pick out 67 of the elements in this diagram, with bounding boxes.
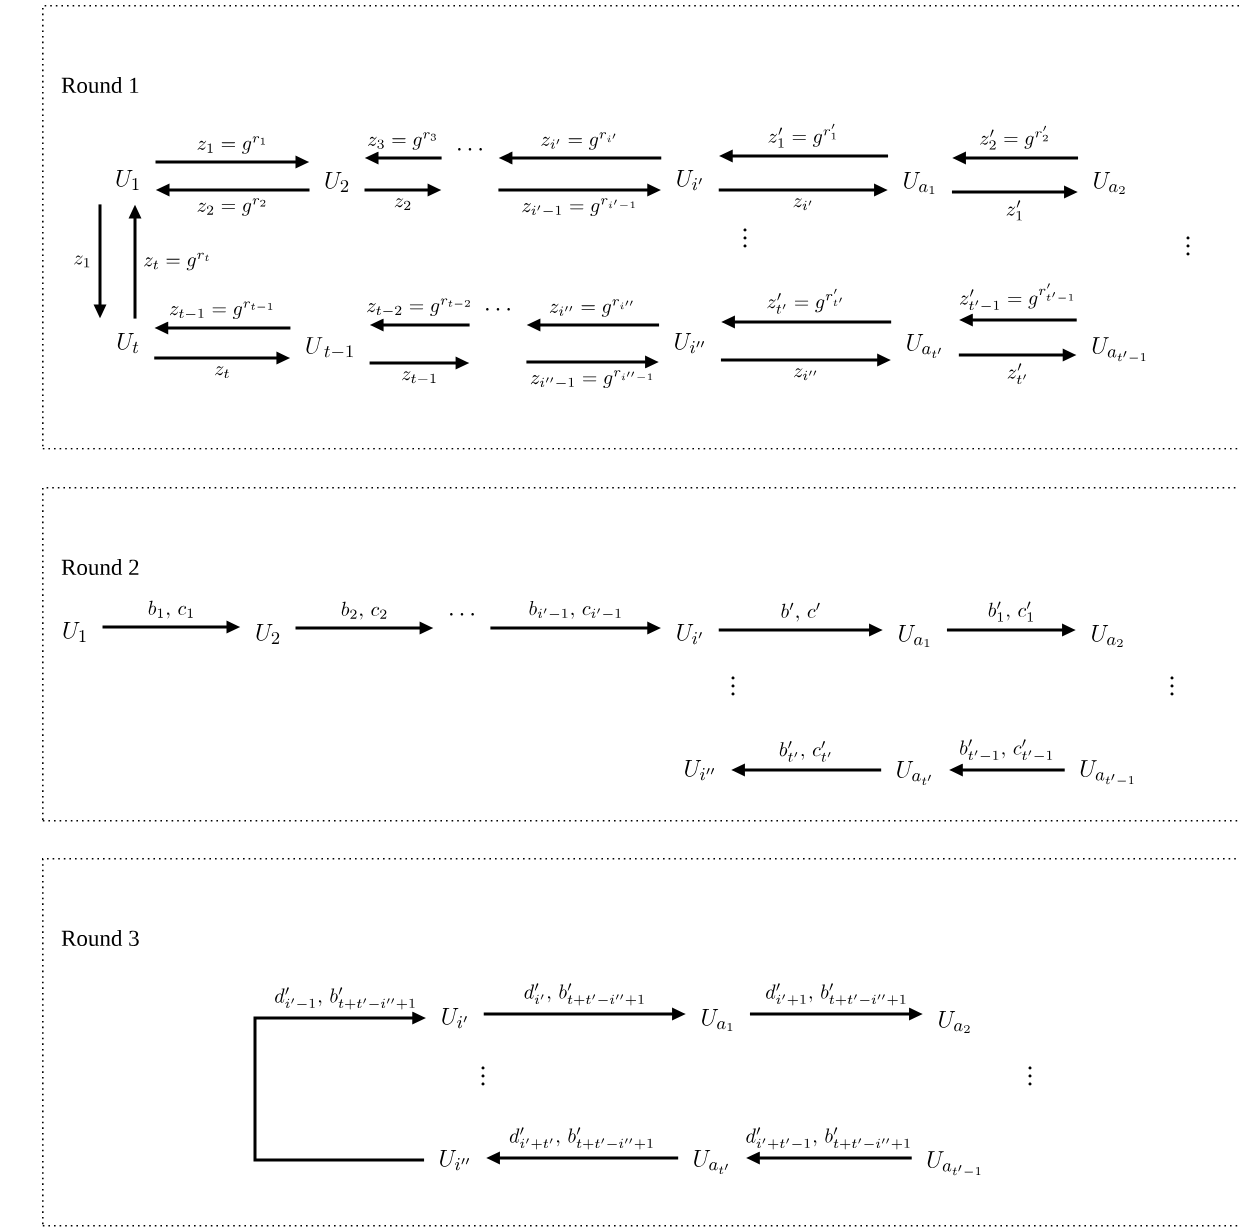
participant-label: $U_{a_{1}}$ (904, 172, 935, 194)
edge-label: $b_{1},\,c_{1}$ (145, 598, 198, 621)
edge-label: $z'_{t'}$ (1004, 361, 1031, 386)
edge-label: $z_{i''-1}=g^{r_{i''-1}}$ (528, 368, 658, 391)
participant-label: $U_{2}$ (256, 624, 280, 644)
participant-label: $U_{a_{2}}$ (1094, 172, 1125, 194)
edge-label: $d'_{i'},\,b'_{t+t'-i''+1}$ (521, 981, 649, 1008)
participant-label: $U_{i''}$ (675, 333, 705, 354)
edge-label: $b'_{t'-1},\,c'_{t'-1}$ (957, 737, 1057, 764)
participant-label: $U_{a_{1}}$ (702, 1009, 733, 1031)
edge-label: $z_{i'}$ (790, 196, 817, 212)
edge-label: $z'_{2}=g^{r'_{2}}$ (977, 123, 1053, 152)
participant-label: $U_{1}$ (116, 170, 139, 190)
participant-label: $U_{a_{1}}$ (899, 625, 930, 647)
edge-label: $b'_{t'},\,c'_{t'}$ (776, 739, 836, 764)
edge-label: $b_{i'-1},\,c_{i'-1}$ (526, 599, 626, 622)
edge-label: $z'_{1}=g^{r'_{1}}$ (765, 121, 842, 150)
edge-label: $z_{1}$ (71, 253, 94, 270)
participant-label: $U_{i''}$ (440, 1150, 470, 1171)
participant-label: $U_{i'}$ (677, 624, 702, 645)
vertical-ellipsis: $\vdots$ (1186, 236, 1190, 256)
vertical-ellipsis: $\vdots$ (1170, 676, 1174, 696)
participant-label: $U_{a_{2}}$ (939, 1011, 970, 1033)
vertical-ellipsis: $\vdots$ (1028, 1066, 1032, 1086)
vertical-ellipsis: $\vdots$ (731, 676, 735, 696)
edge-label: $z_{t}$ (212, 364, 233, 380)
edge-label: $d'_{i'-1},\,b'_{t+t'-i''+1}$ (272, 985, 419, 1012)
participant-label: $U_{a_{2}}$ (1092, 625, 1123, 647)
participant-label: $U_{a_{t'}}$ (907, 334, 941, 359)
participant-label: $U_{i''}$ (685, 760, 715, 781)
edge-label: $z_{i''}=g^{r_{i''}}$ (547, 297, 639, 319)
participant-label: $U_{t}$ (117, 333, 139, 354)
participant-label: $U_{a_{t'-1}}$ (1080, 760, 1134, 785)
edge-label: $z_{t-1}=g^{r_{t-1}}$ (167, 299, 278, 322)
ellipsis: $\cdots$ (450, 613, 474, 616)
edge-label: $d'_{i'+1},\,b'_{t+t'-i''+1}$ (763, 981, 910, 1008)
edge-label: $z_{i'-1}=g^{r_{i'-1}}$ (519, 196, 641, 219)
edge-label: $z_{i''}$ (791, 366, 821, 382)
edge-label: $z_{1}=g^{r_{1}}$ (194, 134, 271, 156)
participant-label: $U_{1}$ (63, 622, 86, 642)
edge-label: $z_{i'}=g^{r_{i'}}$ (538, 130, 622, 152)
edge-label: $z_{2}=g^{r_{2}}$ (194, 196, 271, 218)
vertical-ellipsis: $\vdots$ (743, 228, 747, 248)
edge-label: $d'_{i'+t'-1},\,b'_{t+t'-i''+1}$ (743, 1125, 914, 1152)
participant-label: $U_{a_{t'}}$ (897, 761, 931, 786)
edge-label: $b',\,c'$ (778, 600, 824, 624)
edge-label: $z'_{t'}=g^{r'_{t'}}$ (764, 286, 848, 316)
participant-label: $U_{2}$ (325, 172, 349, 192)
edge-label: $d'_{i'+t'},\,b'_{t+t'-i''+1}$ (507, 1125, 658, 1152)
vertical-ellipsis: $\vdots$ (481, 1066, 485, 1086)
participant-label: $U_{a_{t'-1}}$ (927, 1151, 981, 1176)
ellipsis: $\cdots$ (458, 148, 482, 151)
edge-label: $b'_{1},\,c'_{1}$ (985, 599, 1038, 624)
edge-label: $z_{t-2}=g^{r_{t-2}}$ (364, 296, 475, 319)
participant-label: $U_{i'}$ (677, 170, 702, 191)
participant-label: $U_{a_{t'-1}}$ (1092, 337, 1146, 362)
edge-label: $b_{2},\,c_{2}$ (338, 599, 391, 622)
edge-label: $z'_{1}$ (1003, 198, 1027, 223)
edge-label: $z'_{t'-1}=g^{r'_{t'-1}}$ (957, 281, 1079, 314)
edge-label: $z_{t-1}$ (399, 369, 440, 387)
edge-label: $z_{t}=g^{r_{t}}$ (141, 250, 214, 273)
edge-label: $z_{3}=g^{r_{3}}$ (365, 130, 441, 152)
participant-label: $U_{\,t-1}$ (306, 337, 353, 358)
ellipsis: $\cdots$ (486, 308, 510, 311)
edge-label: $z_{2}$ (391, 196, 415, 212)
participant-label: $U_{i'}$ (442, 1008, 467, 1029)
participant-label: $U_{a_{t'}}$ (694, 1150, 728, 1175)
